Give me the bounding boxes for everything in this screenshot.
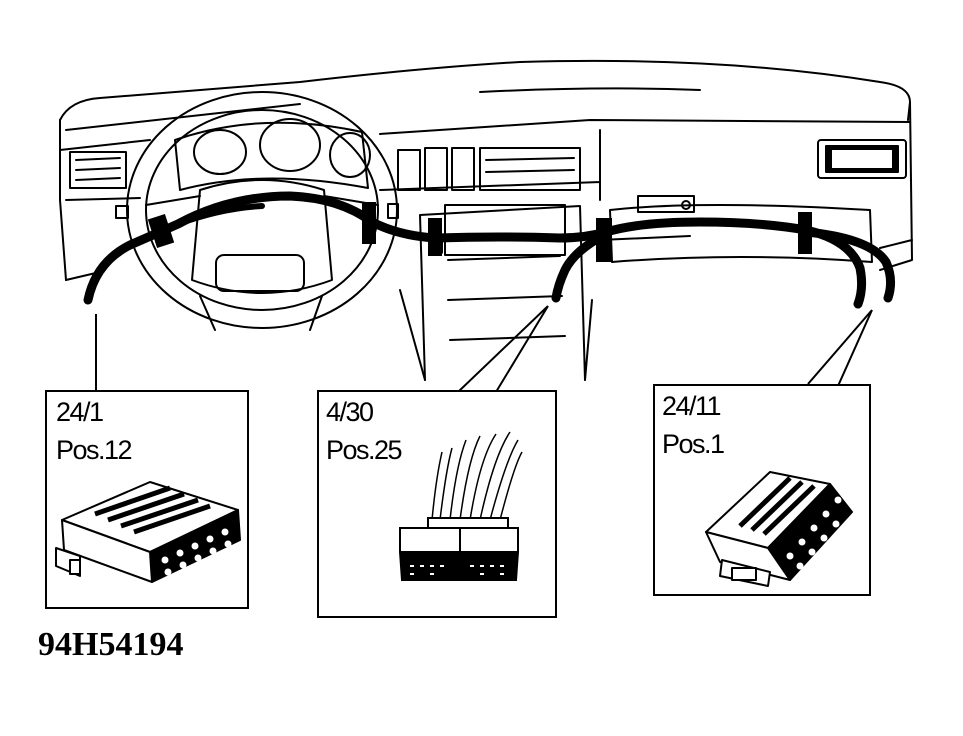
gauge-right (329, 132, 371, 178)
center-vent-mid (424, 147, 448, 191)
connector-24-1-drawing (55, 481, 241, 583)
wiring-harness-branch-center (551, 229, 611, 303)
center-vent-far (479, 147, 581, 191)
harness-clip-1 (147, 213, 175, 249)
steering-wheel-outer (126, 91, 398, 329)
console-base (399, 289, 593, 381)
console-panel (444, 204, 566, 256)
harness-clip-3 (428, 218, 442, 256)
leader-line-center (457, 305, 549, 393)
center-vent-right (451, 147, 475, 191)
harness-clip-2 (362, 202, 376, 244)
connector-24-11-drawing (705, 471, 853, 587)
dash-left-side (59, 119, 67, 281)
dash-face-top (59, 119, 911, 151)
gauge-left (193, 129, 247, 175)
steering-column (199, 295, 323, 331)
steering-hub (191, 179, 333, 294)
figure-code: 94H54194 (38, 626, 184, 663)
callout-connector-label: 24/11 (662, 391, 722, 421)
horn-pad (215, 254, 305, 292)
glove-box (609, 204, 873, 263)
left-vent (69, 151, 127, 189)
callout-connector-label: 4/30 (326, 397, 374, 427)
callout-position-label: Pos.12 (56, 435, 133, 465)
center-vent-left (397, 149, 421, 191)
callout-position-label: Pos.1 (662, 429, 725, 459)
instrument-cluster (174, 121, 369, 191)
dash-top-rim (65, 87, 701, 131)
right-vent (817, 139, 907, 179)
wiring-harness-branch-right (801, 227, 896, 303)
harness-clip-5 (798, 212, 812, 254)
callout-position-label: Pos.25 (326, 435, 403, 465)
console-outline (419, 205, 586, 381)
dash-top-outline (59, 59, 911, 121)
callout-connector-label: 24/1 (56, 397, 104, 427)
switch-right (387, 203, 399, 219)
steering-wheel-inner (145, 109, 379, 311)
gauge-center (259, 118, 321, 172)
leader-line-right (807, 309, 873, 387)
harness-clip-4 (596, 218, 612, 262)
connector-4-30-drawing (398, 431, 523, 581)
